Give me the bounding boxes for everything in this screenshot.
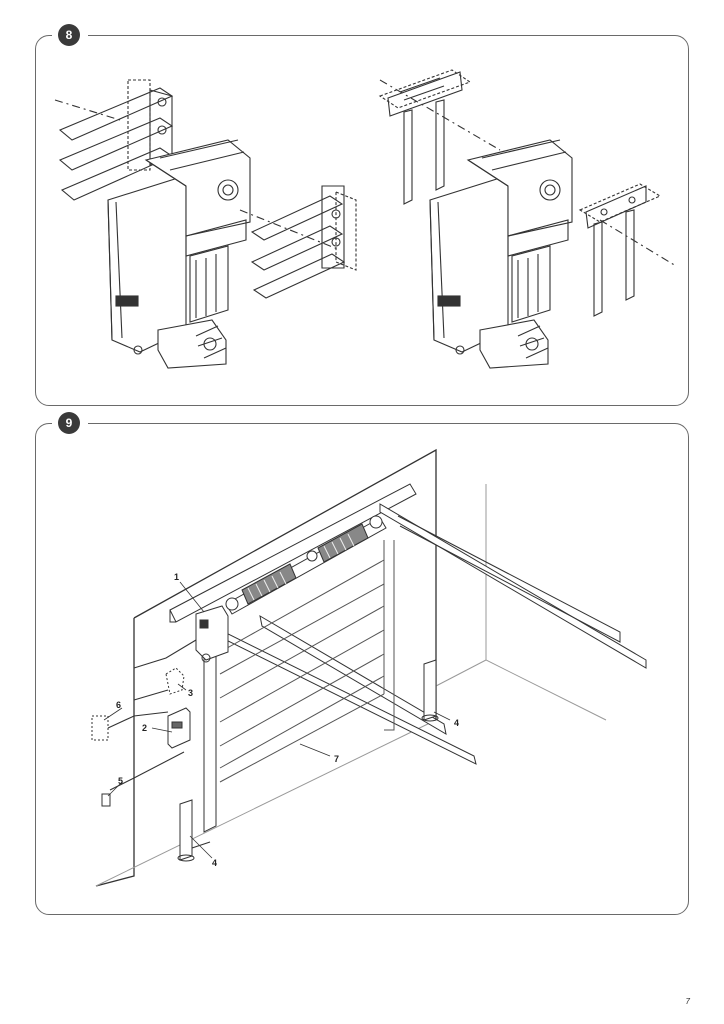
fig9-radio-receiver (91, 715, 109, 741)
callout-3: 3 (188, 688, 193, 698)
fig9-wall (95, 448, 437, 887)
figure-9-panel (35, 423, 689, 915)
callout-4-right: 4 (454, 718, 459, 728)
fig9-control-unit (167, 707, 191, 749)
fig9-vertical-track (203, 639, 217, 833)
figure-9-badge: 9 (58, 412, 80, 434)
callout-5: 5 (118, 776, 123, 786)
fig8-left-operator (107, 139, 251, 369)
callout-6: 6 (116, 700, 121, 710)
fig9-spring-left (241, 563, 297, 605)
fig8-left-bracket-front (239, 185, 357, 299)
fig9-room (435, 484, 607, 721)
fig8-right-operator (429, 139, 573, 369)
fig9-spring-right (317, 523, 369, 563)
fig9-photocell-right (421, 659, 439, 722)
figure-8-badge: 8 (58, 24, 80, 46)
figure-8-panel (35, 35, 689, 406)
callout-7: 7 (334, 754, 339, 764)
callout-1: 1 (174, 572, 179, 582)
fig9-wiring (107, 639, 211, 849)
page-number: 7 (685, 997, 690, 1006)
fig8-right-hanger-right (578, 183, 662, 317)
fig9-leader-lines (103, 581, 451, 859)
fig9-flashing-light (165, 667, 185, 695)
fig9-operator (195, 605, 229, 663)
fig8-right-hanger-left (378, 69, 472, 205)
fig9-key-selector (101, 793, 111, 807)
callout-4-left: 4 (212, 858, 217, 868)
fig9-header-beam (169, 483, 417, 623)
fig9-photocell-left (177, 799, 195, 862)
fig9-door-panels (219, 540, 395, 783)
callout-2: 2 (142, 723, 147, 733)
